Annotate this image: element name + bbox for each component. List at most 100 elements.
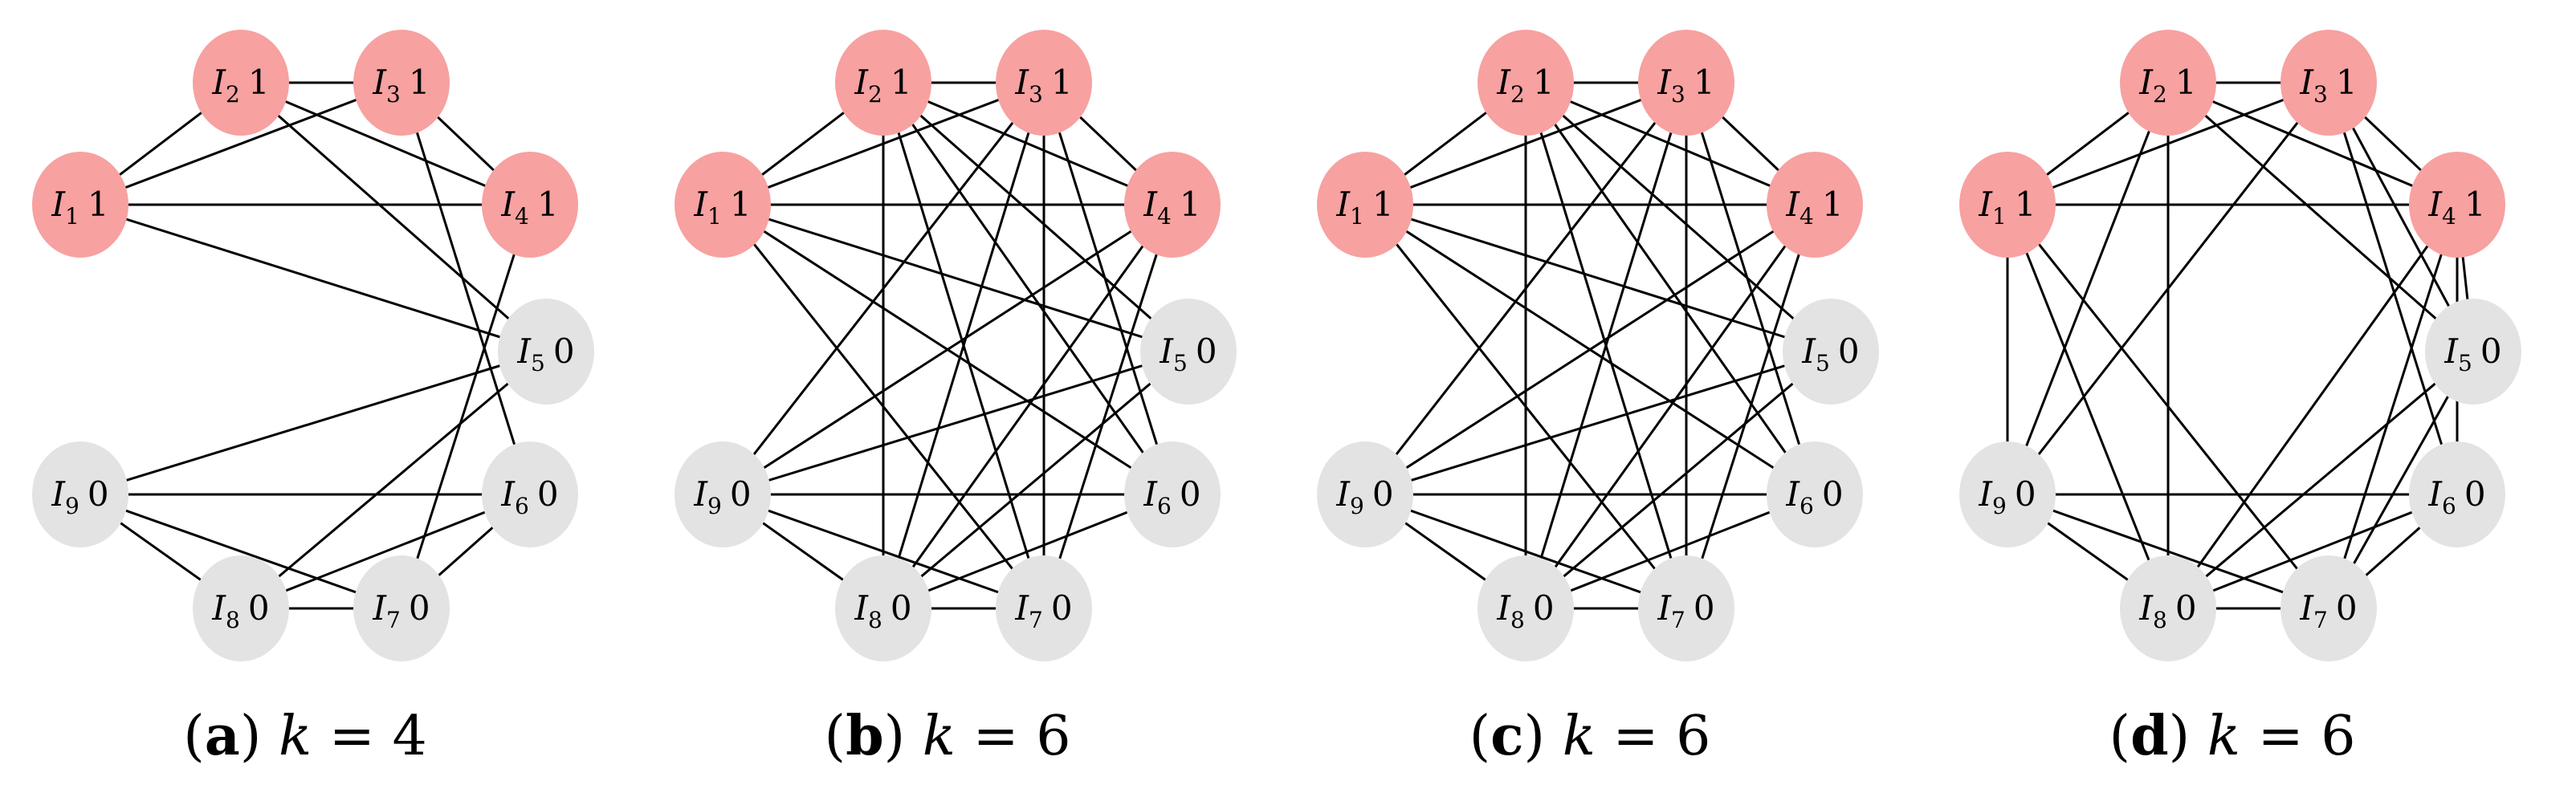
edge-2-6 — [1524, 82, 1816, 495]
node-symbol: I — [372, 588, 387, 628]
panel-caption: (a) k = 4 — [183, 704, 426, 768]
node-circle — [498, 299, 594, 405]
node-symbol: I — [1978, 474, 1993, 514]
node-index: 3 — [1029, 81, 1043, 108]
node-state: 0 — [1694, 588, 1715, 628]
node-symbol: I — [2427, 185, 2443, 224]
node-symbol: I — [1159, 331, 1174, 371]
edge-1-5 — [722, 203, 1189, 353]
node-symbol: I — [693, 185, 708, 224]
caption-value: 6 — [2321, 705, 2355, 768]
node-index: 6 — [1157, 493, 1172, 519]
edge-7-9 — [2007, 493, 2329, 610]
edge-2-5 — [882, 81, 1189, 353]
caption-value: 6 — [1036, 705, 1070, 768]
node-state: 0 — [1822, 474, 1844, 514]
node-index: 4 — [1157, 203, 1172, 230]
edge-4-7 — [1042, 204, 1174, 609]
edge-5-8 — [2167, 350, 2474, 610]
node-symbol: I — [2427, 474, 2443, 514]
caption-close: ) — [884, 705, 923, 768]
edge-2-9 — [2006, 82, 2170, 495]
edge-1-3 — [79, 81, 402, 206]
node-circle — [1767, 441, 1863, 547]
node-state: 1 — [248, 63, 270, 102]
edge-3-6 — [1042, 82, 1174, 495]
node-state: 1 — [537, 185, 559, 224]
node-circle — [2409, 441, 2505, 547]
node-symbol: I — [1143, 185, 1158, 224]
edge-6-8 — [882, 493, 1173, 610]
edge-4-7 — [1685, 204, 1816, 609]
edge-5-8 — [1525, 350, 1832, 610]
node-symbol: I — [1014, 63, 1029, 102]
caption-open: ( — [183, 705, 205, 768]
node-circle — [675, 152, 771, 258]
node-index: 7 — [1671, 607, 1685, 633]
caption-equals: = — [1596, 705, 1676, 768]
edge-4-7 — [400, 204, 532, 609]
edge-group — [721, 81, 1189, 610]
node-index: 6 — [515, 493, 529, 519]
node-circle — [193, 555, 289, 661]
node-circle — [1638, 555, 1734, 661]
node-state: 0 — [730, 474, 752, 514]
node-circle — [1140, 299, 1237, 405]
node-circle — [1783, 299, 1879, 405]
node-symbol: I — [1496, 63, 1511, 102]
edge-5-8 — [882, 350, 1189, 610]
edge-5-9 — [722, 350, 1189, 496]
edge-1-5 — [1364, 203, 1832, 353]
caption-value: 4 — [392, 705, 426, 768]
caption-letter: c — [1490, 704, 1523, 768]
edge-2-4 — [240, 81, 531, 206]
node-symbol: I — [1335, 474, 1351, 514]
edge-6-8 — [1525, 493, 1816, 610]
node-symbol: I — [2299, 63, 2314, 102]
node-circle — [835, 30, 931, 136]
node-state: 1 — [409, 63, 430, 102]
node-symbol: I — [2299, 588, 2314, 628]
edge-3-9 — [1363, 82, 1688, 495]
node-index: 1 — [1350, 203, 1364, 230]
node-index: 9 — [707, 493, 722, 519]
node-circle — [996, 30, 1092, 136]
node-symbol: I — [1496, 588, 1511, 628]
node-circle — [675, 441, 771, 547]
node-state: 0 — [2175, 588, 2197, 628]
node-index: 2 — [1510, 81, 1525, 108]
caption-equals: = — [956, 705, 1036, 768]
node-state: 0 — [248, 588, 270, 628]
node-state: 0 — [1180, 474, 1201, 514]
node-circle — [1478, 30, 1574, 136]
node-symbol: I — [2138, 63, 2154, 102]
caption-close: ) — [1524, 705, 1563, 768]
caption-value: 6 — [1676, 705, 1710, 768]
node-state: 0 — [553, 331, 575, 371]
